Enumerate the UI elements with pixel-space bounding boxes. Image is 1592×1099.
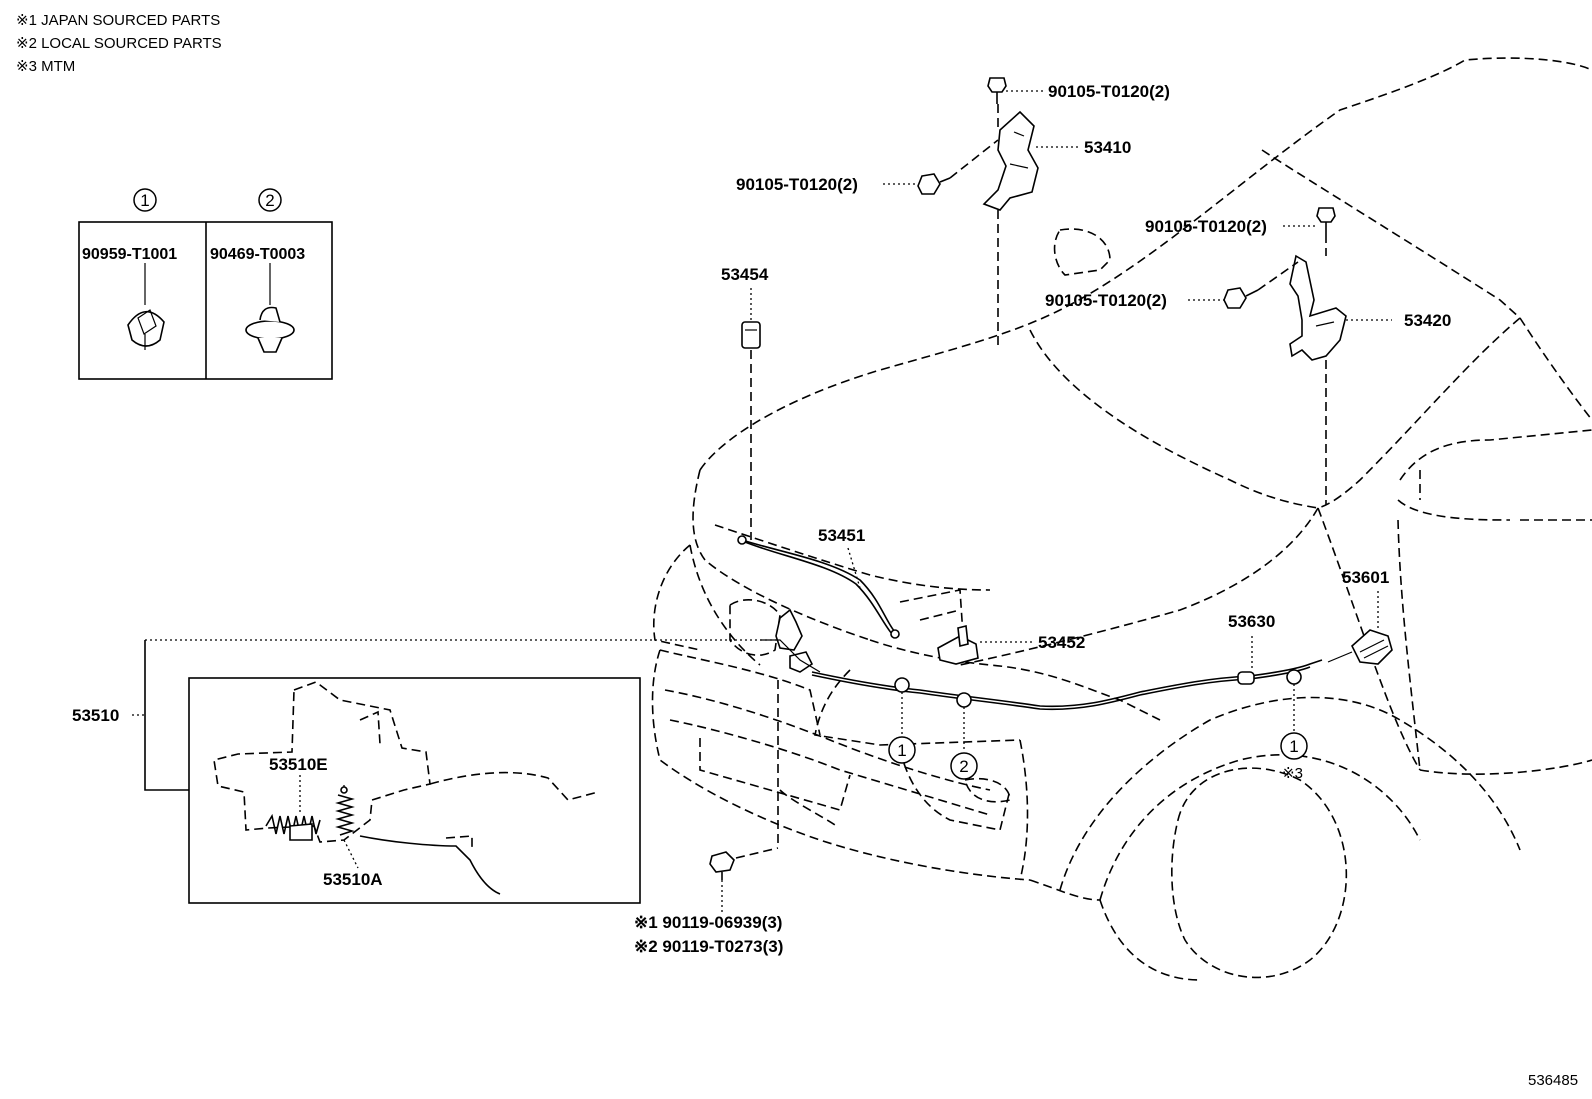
hood-support-rod [737,535,900,639]
rod-holder-label: 53452 [1038,633,1085,652]
release-lever-label: 53601 [1342,568,1389,587]
lock-sub-a-label: 53510A [323,870,383,889]
note-japan-sourced: ※1 JAPAN SOURCED PARTS [16,12,220,29]
marker-1b-label: 1 [1289,737,1298,756]
release-lever [1327,629,1393,665]
release-cable-label: 53630 [1228,612,1275,631]
lock-detail-inset [188,677,641,904]
bolt-icon [709,851,735,880]
lock-bolt-label-1: ※1 90119-06939(3) [634,913,782,932]
hood-hinge-lh [1289,254,1347,361]
legend-part-2: 90469-T0003 [210,246,305,263]
diagram-id: 536485 [1528,1072,1578,1089]
legend-marker-2-label: 2 [265,191,274,210]
clip-2-icon [245,306,295,353]
hood-lock [760,608,821,673]
lock-bolt-label-2: ※2 90119-T0273(3) [634,937,783,956]
bolt-icon [1316,207,1336,234]
mtm-mark: ※3 [1282,765,1303,782]
hinge-rh-label: 53410 [1084,138,1131,157]
marker-2-label: 2 [959,757,968,776]
clip-marker-2: 2 [950,692,978,780]
marker-1-label: 1 [897,741,906,760]
bolt-icon [1223,287,1259,309]
rod-holder [937,625,979,665]
bolt-label-b: 90105-T0120(2) [736,175,858,194]
hinge-lh-label: 53420 [1404,311,1451,330]
release-cable [811,659,1323,711]
support-rod-label: 53451 [818,526,865,545]
vehicle-outline [651,57,1592,981]
bolt-icon [917,173,951,195]
legend-part-1: 90959-T1001 [82,246,177,263]
lock-assy-label: 53510 [72,706,119,725]
bolt-label-c: 90105-T0120(2) [1145,217,1267,236]
note-mtm: ※3 MTM [16,58,75,75]
bolt-label-a: 90105-T0120(2) [1048,82,1170,101]
bolt-icon [987,77,1007,104]
lock-sub-e-label: 53510E [269,755,328,774]
clip-legend: 1 2 90959-T1001 90469-T0003 [78,188,333,380]
clip-marker-1: 1 [888,677,916,764]
clip-marker-1b: 1 ※3 [1280,669,1308,782]
legend-marker-1 [133,188,157,212]
legend-marker-1-label: 1 [140,191,149,210]
note-local-sourced: ※2 LOCAL SOURCED PARTS [16,35,222,52]
hood-hinge-rh [982,110,1039,211]
bolt-label-d: 90105-T0120(2) [1045,291,1167,310]
clip-1-icon [127,309,165,350]
hood-cushion [741,321,761,349]
legend-marker-2 [258,188,282,212]
cushion-label: 53454 [721,265,769,284]
